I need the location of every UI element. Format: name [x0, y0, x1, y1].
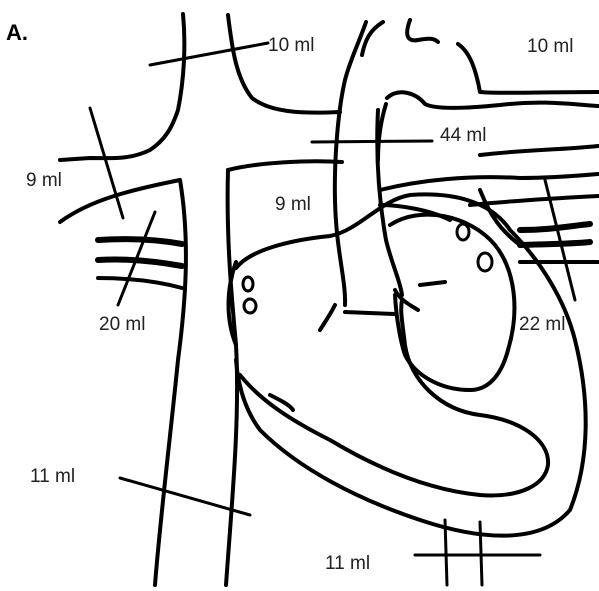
superior-vena-cava: [60, 14, 342, 585]
label-aorta: 44 ml: [440, 125, 486, 146]
label-top-right: 10 ml: [527, 36, 573, 57]
label-left-pulmonary: 20 ml: [99, 314, 145, 335]
valves: [243, 224, 492, 410]
measurement-labels: 10 ml 10 ml 44 ml 9 ml 9 ml 22 ml 20 ml …: [26, 35, 573, 574]
right-pulmonary-veins: [380, 146, 598, 262]
panel-label: A.: [6, 20, 28, 45]
label-lower-left: 11 ml: [30, 466, 75, 487]
label-center: 9 ml: [275, 194, 311, 215]
label-top-left: 10 ml: [268, 35, 314, 56]
label-left-upper: 9 ml: [26, 170, 62, 191]
label-right-pulmonary: 22 ml: [519, 314, 565, 335]
label-bottom: 11 ml: [325, 553, 370, 574]
